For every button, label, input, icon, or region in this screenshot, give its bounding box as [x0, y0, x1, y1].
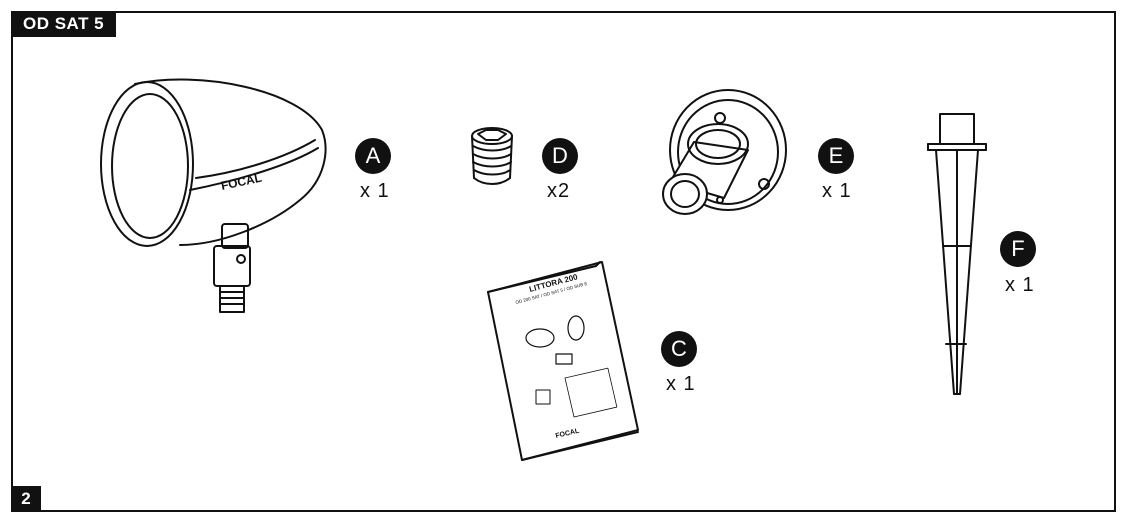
part-letter-d: D [542, 138, 578, 174]
part-letter-e: E [818, 138, 854, 174]
part-quantity-d: x2 [547, 180, 571, 202]
part-quantity-e: x 1 [822, 180, 852, 202]
part-quantity-a: x 1 [360, 180, 390, 202]
speaker-icon: FOCAL [100, 78, 327, 313]
manual-booklet-icon: LITTORA 200 OD 200 SAT / OD SAT 5 / OD S… [487, 261, 639, 461]
part-letter-c: C [661, 331, 697, 367]
ground-stake-icon [927, 113, 987, 395]
diagram-frame [11, 11, 1116, 512]
mounting-bracket-icon [662, 89, 787, 215]
part-letter-a: A [355, 138, 391, 174]
page-number: 2 [11, 486, 41, 512]
model-title: OD SAT 5 [11, 11, 117, 37]
speaker-brand-label: FOCAL [220, 171, 263, 193]
part-quantity-c: x 1 [666, 373, 696, 395]
set-screw-icon [471, 127, 513, 185]
part-quantity-f: x 1 [1005, 274, 1035, 296]
part-letter-f: F [1000, 231, 1036, 267]
